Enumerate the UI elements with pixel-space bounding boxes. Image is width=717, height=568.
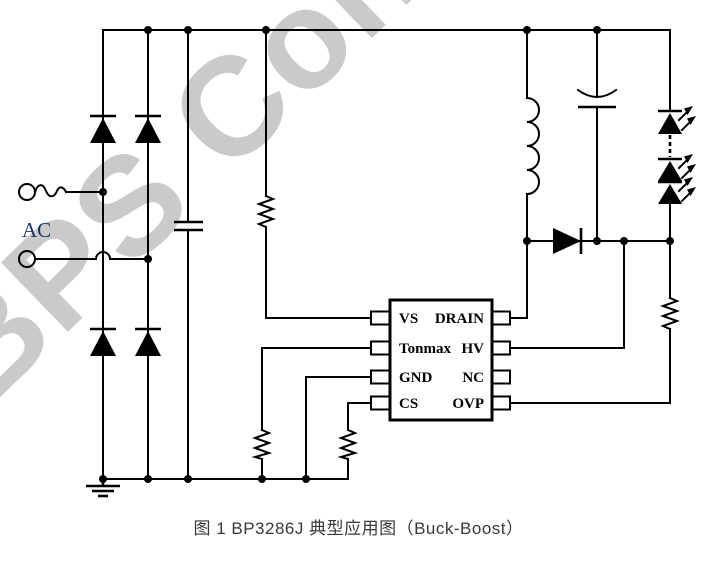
ovp-right-rail bbox=[507, 29, 671, 404]
cs-chain bbox=[347, 402, 374, 480]
ic-pin-ovp bbox=[491, 395, 511, 411]
ac-terminal-top bbox=[18, 183, 36, 201]
vs-chain bbox=[265, 29, 374, 319]
ic-pin-drain bbox=[491, 310, 511, 326]
resistor-tonmax bbox=[251, 428, 273, 461]
resistor-cs bbox=[337, 428, 359, 461]
resistor-vs-upper bbox=[256, 194, 276, 229]
ic-pin-vs bbox=[370, 310, 391, 326]
output-cap-curved-plate bbox=[576, 88, 618, 98]
resistor-ovp bbox=[660, 296, 680, 331]
ic-pin-label-cs: CS bbox=[399, 396, 418, 412]
drain-wire bbox=[507, 240, 528, 319]
led-2 bbox=[658, 153, 697, 181]
led-string bbox=[658, 105, 697, 204]
ic-pin-gnd bbox=[370, 369, 391, 385]
wires bbox=[34, 29, 672, 480]
freewheeling-diode bbox=[553, 228, 583, 254]
tonmax-chain bbox=[261, 347, 374, 480]
ic-pin-hv bbox=[491, 340, 511, 356]
fuse-icon bbox=[33, 184, 68, 198]
ic-pin-label-tonmax: Tonmax bbox=[399, 341, 451, 357]
ac-label: AC bbox=[22, 218, 51, 242]
bridge-rectifier bbox=[90, 114, 161, 356]
ac-source: AC bbox=[18, 183, 68, 268]
ic-pin-label-hv: HV bbox=[462, 341, 485, 357]
gnd-chain bbox=[305, 376, 374, 480]
ic-pin-tonmax bbox=[370, 340, 391, 356]
bridge-diode-top-right bbox=[135, 114, 161, 143]
led-1 bbox=[658, 105, 697, 134]
figure-caption: 图 1 BP3286J 典型应用图（Buck-Boost） bbox=[193, 519, 524, 538]
ic-pin-label-vs: VS bbox=[399, 311, 418, 327]
inductor bbox=[525, 96, 540, 196]
ac-terminal-bottom bbox=[18, 250, 36, 268]
ac-bottom-wire bbox=[34, 251, 149, 261]
ic-pin-label-gnd: GND bbox=[399, 370, 433, 386]
hv-wire bbox=[507, 240, 625, 349]
junction-dots bbox=[99, 26, 674, 483]
ic-pin-cs bbox=[370, 395, 391, 411]
ic-bp3286j: VS Tonmax GND CS DRAIN HV NC OVP bbox=[370, 298, 511, 422]
input-capacitor bbox=[174, 220, 203, 232]
ic-pin-label-ovp: OVP bbox=[452, 396, 484, 412]
ic-body bbox=[388, 298, 494, 422]
output-capacitor bbox=[576, 88, 618, 109]
led-3 bbox=[658, 176, 697, 204]
ic-pin-nc bbox=[491, 369, 511, 385]
bridge-diode-bottom-right bbox=[135, 327, 161, 356]
bridge-diode-bottom-left bbox=[90, 327, 116, 356]
ic-pin-label-drain: DRAIN bbox=[435, 311, 484, 327]
ic-pin-label-nc: NC bbox=[462, 370, 484, 386]
bridge-diode-top-left bbox=[90, 114, 116, 143]
